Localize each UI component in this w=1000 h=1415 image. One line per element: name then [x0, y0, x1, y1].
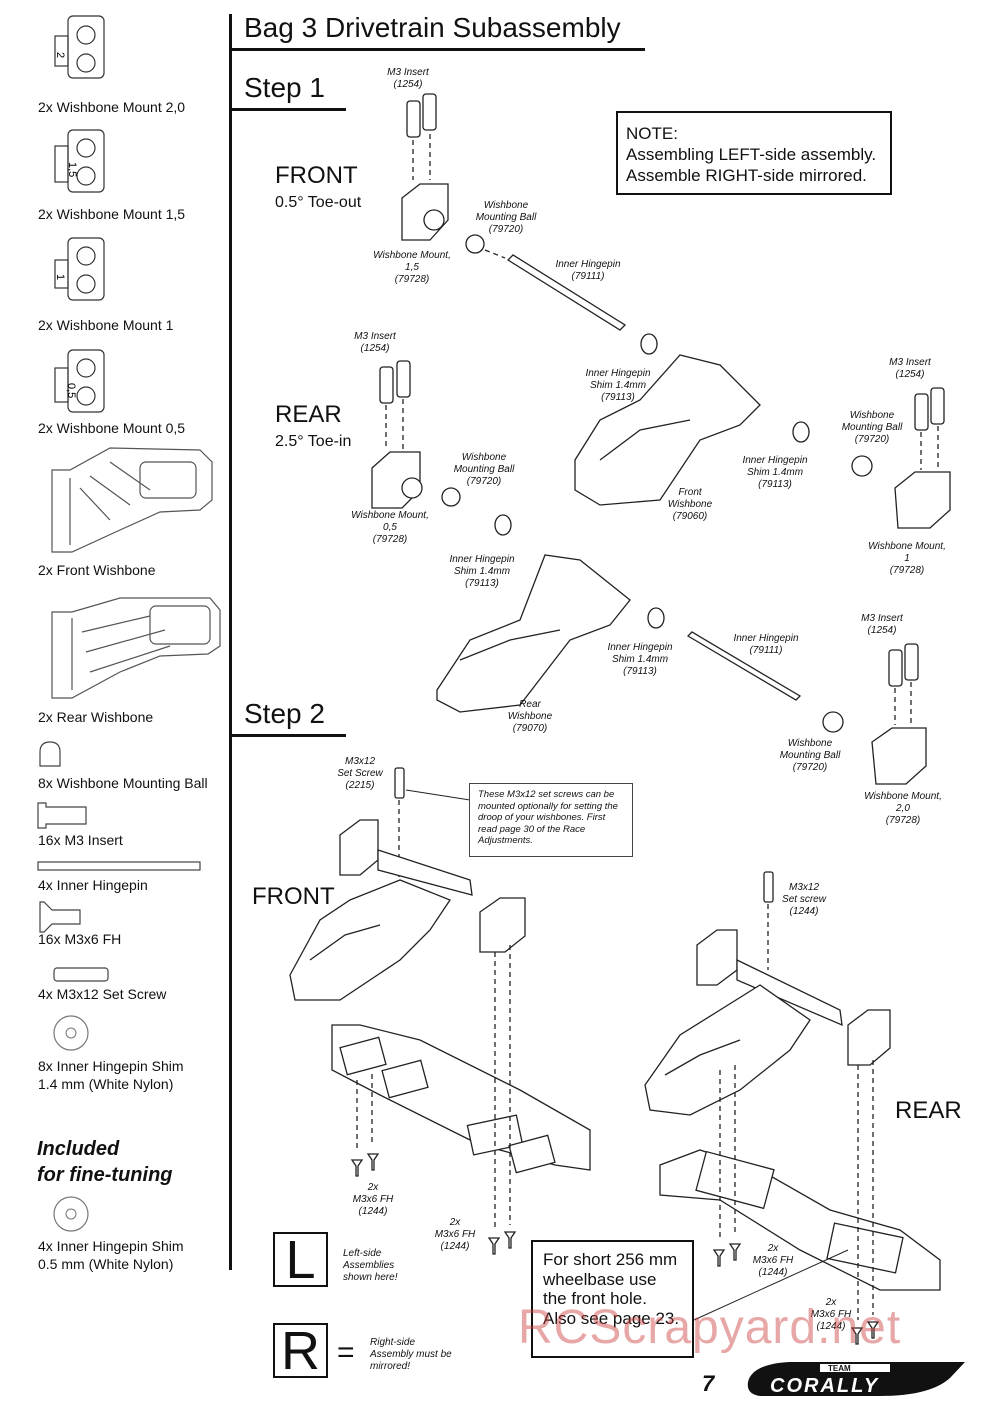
callout-hingepin-1: Inner Hingepin (79111)	[555, 259, 621, 282]
title-underline	[229, 48, 645, 51]
callout-fh-3: 2x M3x6 FH (1244)	[752, 1243, 794, 1278]
note-line1: NOTE:	[626, 124, 678, 143]
short-wheelbase-note: For short 256 mm wheelbase use the front…	[531, 1240, 694, 1358]
part-label-mount-20: 2x Wishbone Mount 2,0	[38, 99, 186, 115]
part-label-m3x6-fh: 16x M3x6 FH	[38, 931, 122, 947]
svg-text:0,5: 0,5	[65, 383, 77, 398]
svg-text:TEAM: TEAM	[828, 1364, 851, 1373]
note-line2: Assembling LEFT-side assembly.	[626, 145, 877, 164]
page-title: Bag 3 Drivetrain Subassembly	[244, 12, 621, 43]
svg-text:CORALLY: CORALLY	[770, 1375, 879, 1397]
part-label-rear-wishbone: 2x Rear Wishbone	[38, 709, 154, 725]
callout-shim-4: Inner Hingepin Shim 1.4mm (79113)	[607, 642, 673, 677]
callout-rear-wishbone: Rear Wishbone (79070)	[507, 699, 553, 734]
set-screw-note: These M3x12 set screws can be mounted op…	[469, 783, 633, 857]
step1-heading: Step 1	[244, 72, 325, 103]
part-label-m3-insert: 16x M3 Insert	[38, 832, 123, 848]
part-label-shim-14: 8x Inner Hingepin Shim 1.4 mm (White Nyl…	[38, 1058, 184, 1092]
callout-fh-4: 2x M3x6 FH (1244)	[810, 1297, 852, 1332]
svg-text:1,5: 1,5	[66, 162, 78, 177]
part-label-mount-05: 2x Wishbone Mount 0,5	[38, 420, 186, 436]
callout-shim-3: Inner Hingepin Shim 1.4mm (79113)	[449, 554, 515, 589]
note-box: NOTE: Assembling LEFT-side assembly. Ass…	[616, 111, 892, 195]
right-side-text: Right-side Assembly must be mirrored!	[370, 1337, 452, 1372]
callout-shim-1: Inner Hingepin Shim 1.4mm (79113)	[585, 368, 651, 403]
svg-text:2: 2	[54, 52, 66, 58]
step1-front-label: FRONT	[275, 162, 358, 189]
part-label-mounting-ball: 8x Wishbone Mounting Ball	[38, 775, 208, 791]
step1-underline	[229, 108, 346, 111]
part-label-hingepin: 4x Inner Hingepin	[38, 877, 148, 893]
callout-shim-2: Inner Hingepin Shim 1.4mm (79113)	[742, 455, 808, 490]
callout-mount-1: Wishbone Mount, 1 (79728)	[868, 541, 946, 576]
page-number: 7	[702, 1371, 715, 1396]
column-divider	[229, 14, 232, 1270]
equals-symbol: =	[337, 1336, 355, 1369]
callout-m3-insert-3: M3 Insert (1254)	[889, 357, 931, 380]
part-label-front-wishbone: 2x Front Wishbone	[38, 562, 156, 578]
step2-rear-label: REAR	[895, 1097, 962, 1124]
watermark-text: RCScrapyard.net	[518, 1301, 902, 1354]
part-label-set-screw: 4x M3x12 Set Screw	[38, 986, 167, 1002]
part-label-shim-05: 4x Inner Hingepin Shim 0.5 mm (White Nyl…	[38, 1238, 184, 1272]
callout-fh-1: 2x M3x6 FH (1244)	[352, 1182, 394, 1217]
callout-front-wishbone: Front Wishbone (79060)	[667, 487, 713, 522]
callout-m3-insert-1: M3 Insert (1254)	[387, 67, 429, 90]
step2-underline	[229, 734, 346, 737]
step2-front-label: FRONT	[252, 883, 335, 910]
callout-hingepin-2: Inner Hingepin (79111)	[733, 633, 799, 656]
callout-ball-4: Wishbone Mounting Ball (79720)	[779, 738, 841, 773]
right-side-box: R	[273, 1323, 328, 1378]
callout-m3-insert-4: M3 Insert (1254)	[861, 613, 903, 636]
included-heading: Included for fine-tuning	[37, 1138, 173, 1186]
left-side-text: Left-side Assemblies shown here!	[343, 1248, 398, 1283]
callout-mount-20: Wishbone Mount, 2,0 (79728)	[864, 791, 942, 826]
step2-heading: Step 2	[244, 698, 325, 729]
callout-ball-3: Wishbone Mounting Ball (79720)	[453, 452, 515, 487]
callout-set-screw-1: M3x12 Set Screw (2215)	[337, 756, 383, 791]
callout-ball-2: Wishbone Mounting Ball (79720)	[841, 410, 903, 445]
step1-front-toe: 0.5° Toe-out	[275, 194, 362, 211]
callout-mount-05: Wishbone Mount, 0,5 (79728)	[351, 510, 429, 545]
callout-mount-15: Wishbone Mount, 1,5 (79728)	[373, 250, 451, 285]
left-side-box: L	[273, 1232, 328, 1287]
svg-text:1: 1	[54, 274, 66, 280]
part-label-mount-15: 2x Wishbone Mount 1,5	[38, 206, 186, 222]
callout-m3-insert-2: M3 Insert (1254)	[354, 331, 396, 354]
step1-rear-label: REAR	[275, 401, 342, 428]
step1-rear-toe: 2.5° Toe-in	[275, 433, 352, 450]
note-line3: Assemble RIGHT-side mirrored.	[626, 166, 867, 185]
callout-fh-2: 2x M3x6 FH (1244)	[434, 1217, 476, 1252]
part-label-mount-1: 2x Wishbone Mount 1	[38, 317, 174, 333]
callout-ball-1: Wishbone Mounting Ball (79720)	[475, 200, 537, 235]
callout-set-screw-2: M3x12 Set screw (1244)	[782, 882, 826, 917]
